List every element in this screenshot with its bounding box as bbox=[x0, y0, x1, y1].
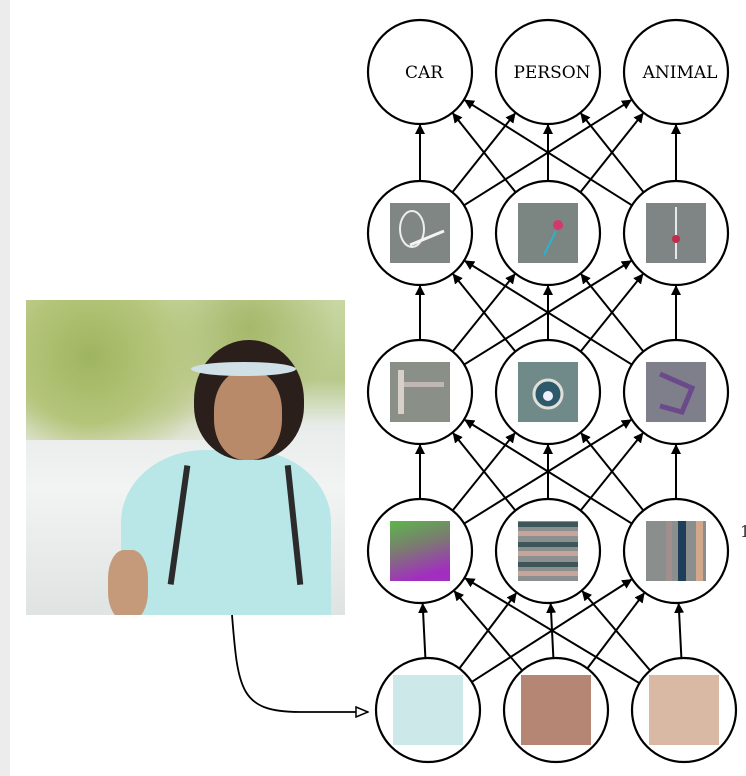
connection-arrow bbox=[674, 602, 685, 659]
wheel-feature-tile bbox=[390, 203, 450, 263]
connection-arrow bbox=[581, 590, 651, 672]
output-label: CAR bbox=[405, 63, 444, 83]
pixel-color-swatch bbox=[393, 675, 463, 745]
connection-arrow bbox=[464, 419, 633, 525]
connection-arrow bbox=[452, 112, 517, 193]
connection-arrow bbox=[453, 590, 523, 672]
output-label: ANIMAL bbox=[642, 63, 718, 83]
clipped-margin-text: 1 bbox=[740, 522, 746, 541]
photo-arm bbox=[108, 550, 148, 615]
input-photo bbox=[26, 300, 345, 615]
photo-face bbox=[214, 370, 282, 460]
connection-arrow bbox=[452, 273, 517, 353]
pixel-color-swatch bbox=[521, 675, 591, 745]
photo-to-input-arrow bbox=[231, 614, 368, 712]
output-node-car bbox=[366, 18, 474, 126]
connection-arrow bbox=[452, 432, 517, 512]
output-node-person bbox=[494, 18, 602, 126]
vertical-stripes-feature-tile bbox=[646, 521, 706, 581]
animal-feature-tile bbox=[646, 203, 706, 263]
pixel-color-swatch bbox=[649, 675, 719, 745]
page-edge-strip bbox=[0, 0, 10, 776]
photo-visor bbox=[191, 362, 296, 376]
connection-arrow bbox=[580, 112, 645, 193]
connection-arrow bbox=[464, 260, 633, 366]
connection-arrow bbox=[464, 99, 633, 207]
connection-arrow bbox=[580, 273, 645, 353]
output-label: PERSON bbox=[513, 63, 590, 83]
color-gradient-feature-tile bbox=[390, 521, 450, 581]
corner-feature-tile bbox=[390, 362, 450, 422]
face-feature-tile bbox=[518, 203, 578, 263]
output-node-animal bbox=[622, 18, 730, 126]
horizontal-stripes-feature-tile bbox=[518, 521, 578, 581]
curve-feature-tile bbox=[646, 362, 706, 422]
circle-feature-tile bbox=[518, 362, 578, 422]
connection-arrow bbox=[464, 577, 640, 685]
connection-arrow bbox=[418, 602, 429, 659]
connection-arrow bbox=[580, 432, 645, 512]
